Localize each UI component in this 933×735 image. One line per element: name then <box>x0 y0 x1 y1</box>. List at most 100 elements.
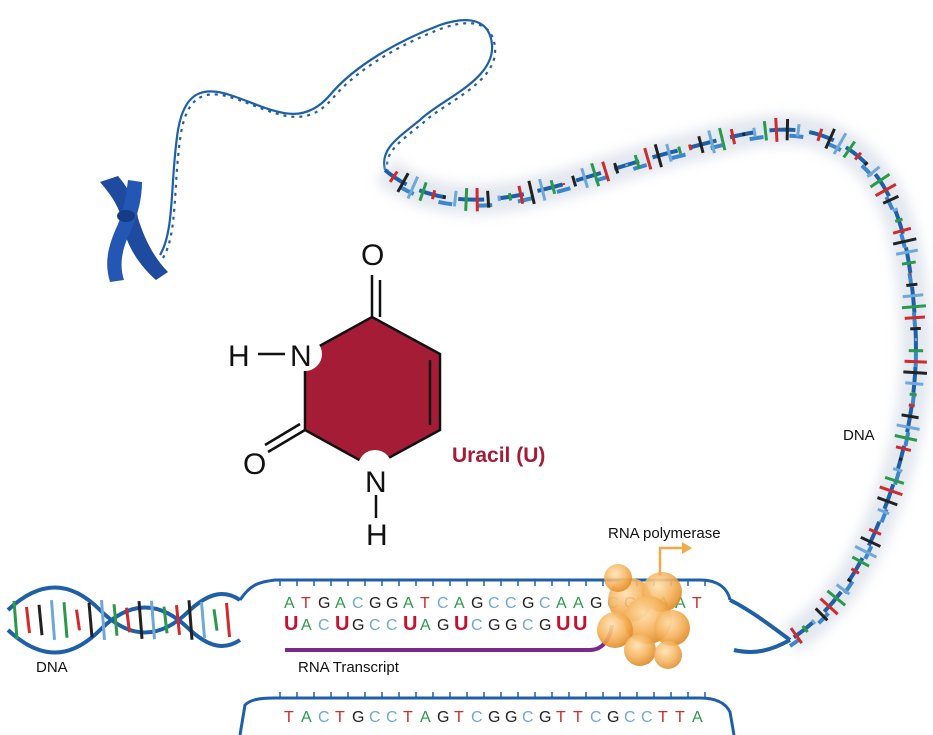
base-pair-rung <box>697 135 705 154</box>
base-pair-rung <box>137 601 144 639</box>
base-pair-rung <box>388 170 399 183</box>
base-pair-rung <box>37 604 44 636</box>
dna-helix-large-rungs <box>388 117 928 645</box>
base-pair-rung <box>898 457 903 462</box>
base-pair-rung <box>892 237 917 246</box>
base-pair-rung <box>225 602 231 638</box>
base-pair-rung <box>874 183 897 197</box>
base-pair-rung <box>903 370 928 375</box>
base-pair-rung <box>418 181 428 202</box>
base-pair-rung <box>901 260 916 266</box>
base-letter: U <box>335 613 349 635</box>
base-letter: U <box>573 613 587 635</box>
base-pair-rung <box>884 475 905 485</box>
base-pair-rung <box>497 195 501 202</box>
base-letter: G <box>471 595 483 612</box>
base-letter: G <box>522 595 534 612</box>
rna-transcript-label: RNA Transcript <box>298 659 400 676</box>
base-pair-rung <box>895 445 912 452</box>
dna-helix-left <box>6 585 242 655</box>
base-letter: T <box>556 709 566 726</box>
base-letter: U <box>454 613 468 635</box>
base-letter: A <box>420 709 431 726</box>
base-letter: T <box>658 709 668 726</box>
base-letter: G <box>369 595 381 612</box>
base-pair-rung <box>892 467 903 473</box>
base-pair-rung <box>653 143 663 168</box>
base-pair-rung <box>590 162 601 187</box>
base-letter: A <box>335 595 346 612</box>
base-pair-rung <box>200 601 206 639</box>
base-pair-rung <box>212 609 219 631</box>
base-pair-rung <box>882 194 900 205</box>
rna-polymerase-label: RNA polymerase <box>608 525 721 542</box>
base-pair-rung <box>774 117 779 142</box>
base-letter: G <box>352 617 364 634</box>
base-pair-rung <box>810 618 817 625</box>
base-letter: C <box>471 617 483 634</box>
base-letter: C <box>624 709 636 726</box>
base-pair-rung <box>162 606 169 634</box>
atom-n-bottom: N <box>365 466 387 499</box>
base-letter: G <box>539 617 551 634</box>
base-pair-rung <box>507 192 513 201</box>
base-pair-rung <box>850 567 860 575</box>
base-letter: A <box>420 617 431 634</box>
base-pair-rung <box>707 130 716 154</box>
base-pair-rung <box>894 217 903 223</box>
base-letter: G <box>318 595 330 612</box>
base-letter: A <box>675 595 686 612</box>
base-letter: A <box>301 709 312 726</box>
dna-label-left: DNA <box>36 659 68 676</box>
base-pair-rung <box>851 555 870 568</box>
base-pair-rung <box>752 127 757 138</box>
base-pair-rung <box>125 607 131 633</box>
base-letter: C <box>352 595 364 612</box>
base-pair-rung <box>904 315 926 320</box>
transcription-bubble <box>238 578 736 735</box>
base-letter: G <box>505 709 517 726</box>
base-pair-rung <box>538 178 547 201</box>
base-letter: A <box>573 595 584 612</box>
base-pair-rung <box>150 600 156 640</box>
base-pair-rung <box>895 248 919 256</box>
base-pair-rung <box>866 165 881 178</box>
chromatin-thread <box>159 19 497 259</box>
base-pair-rung <box>464 188 469 211</box>
base-pair-rung <box>87 602 94 638</box>
base-letter: C <box>641 709 653 726</box>
base-pair-rung <box>442 194 447 200</box>
base-letter: T <box>335 709 345 726</box>
base-pair-rung <box>406 175 420 200</box>
base-pair-rung <box>904 359 927 364</box>
base-pair-rung <box>892 207 899 213</box>
base-pair-rung <box>908 403 915 408</box>
base-pair-rung <box>896 423 920 431</box>
base-letter: U <box>556 613 570 635</box>
base-letter: C <box>488 595 500 612</box>
base-pair-rung <box>762 120 768 141</box>
base-pair-rung <box>517 185 525 205</box>
base-letter: C <box>318 617 330 634</box>
base-pair-rung <box>431 189 437 200</box>
base-pair-rung <box>741 132 746 137</box>
base-pair-rung <box>906 282 918 287</box>
base-pair-rung <box>527 180 536 205</box>
base-pair-rung <box>905 381 924 386</box>
base-pair-rung <box>877 507 890 516</box>
base-letter: C <box>369 617 381 634</box>
base-pair-rung <box>633 154 641 170</box>
base-letter: G <box>437 617 449 634</box>
base-pair-rung <box>789 627 803 645</box>
base-letter: T <box>454 709 464 726</box>
base-letter: T <box>573 709 583 726</box>
rna-polymerase-icon <box>597 564 690 669</box>
base-pair-rung <box>187 600 194 640</box>
base-pair-rung <box>863 161 869 167</box>
base-pair-rung <box>835 583 851 596</box>
base-letter: G <box>488 617 500 634</box>
base-letter: C <box>505 595 517 612</box>
uracil-ring <box>303 315 442 469</box>
